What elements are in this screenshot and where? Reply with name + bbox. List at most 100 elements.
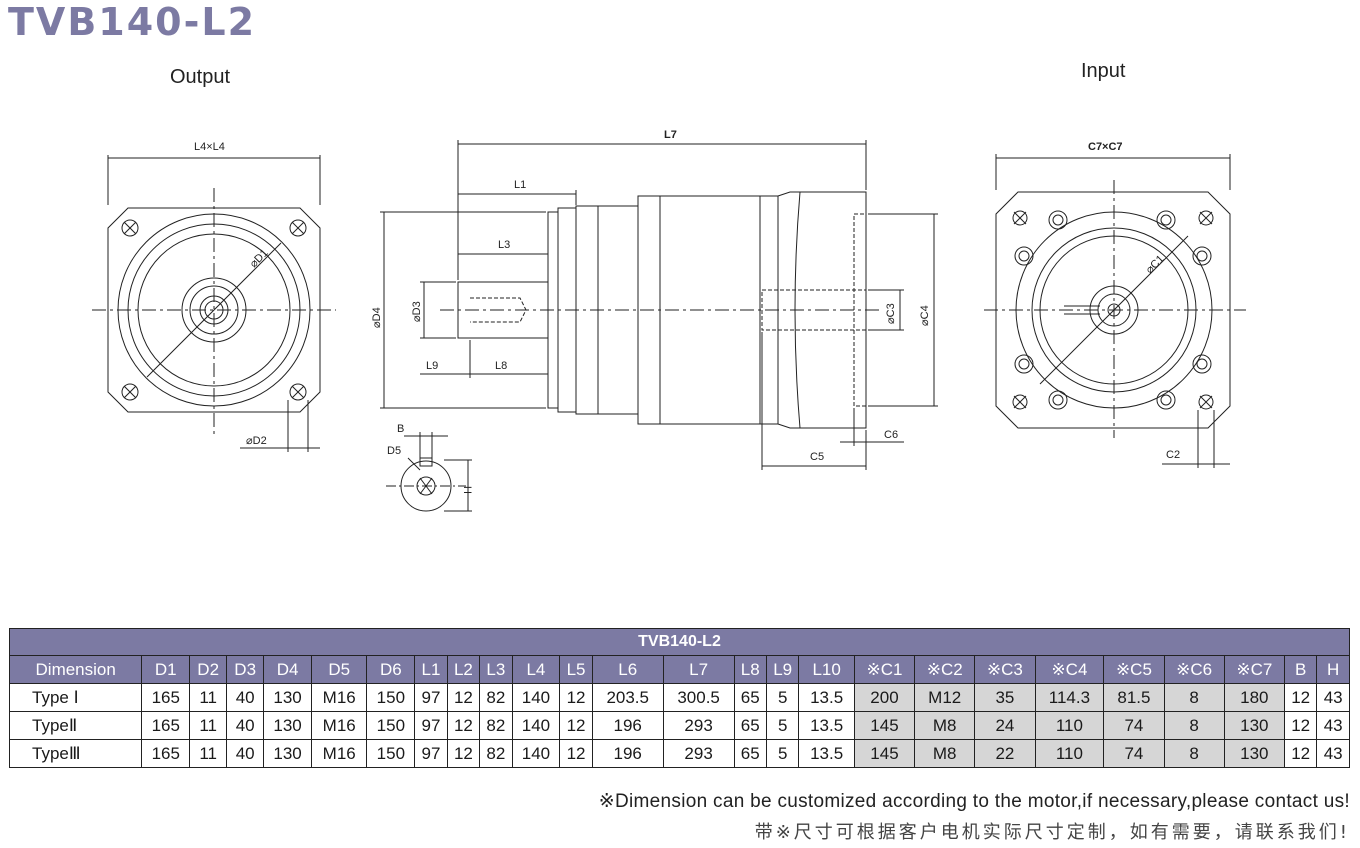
- page-title: TVB140-L2: [8, 0, 257, 44]
- table-cell: Type Ⅰ: [8, 683, 143, 712]
- dim-d2: ⌀D2: [246, 435, 267, 447]
- table-cell: 165: [141, 739, 191, 768]
- table-cell: 82: [479, 711, 513, 740]
- dim-l9: L9: [426, 360, 438, 372]
- table-cell: M8: [914, 711, 976, 740]
- table-cell: 81.5: [1103, 683, 1165, 712]
- table-cell: 150: [366, 683, 416, 712]
- dim-c5: C5: [810, 451, 824, 463]
- table-cell: 65: [733, 739, 767, 768]
- table-cell: 12: [1283, 711, 1318, 740]
- header-cell: ※C5: [1103, 655, 1165, 684]
- header-cell: ※C2: [914, 655, 976, 684]
- table-cell: 203.5: [591, 683, 664, 712]
- dim-c3: ⌀C3: [885, 303, 897, 324]
- header-cell: B: [1283, 655, 1318, 684]
- table-cell: 196: [591, 711, 664, 740]
- customization-note-cn: 带※尺寸可根据客户电机实际尺寸定制，如有需要，请联系我们!: [754, 822, 1350, 843]
- table-cell: 300.5: [662, 683, 735, 712]
- dim-d4: ⌀D4: [371, 307, 383, 328]
- header-cell: D6: [366, 655, 416, 684]
- table-cell: 165: [141, 683, 191, 712]
- header-cell: ※C3: [974, 655, 1036, 684]
- table-cell: M12: [914, 683, 976, 712]
- table-cell: 12: [1283, 739, 1318, 768]
- table-cell: 43: [1316, 711, 1350, 740]
- dim-c7c7: C7×C7: [1088, 141, 1123, 153]
- table-cell: 11: [189, 683, 228, 712]
- table-cell: 13.5: [798, 711, 855, 740]
- table-cell: 12: [559, 711, 593, 740]
- table-cell: 12: [446, 683, 481, 712]
- table-cell: 110: [1034, 739, 1105, 768]
- header-cell: L1: [414, 655, 448, 684]
- table-cell: 12: [446, 711, 481, 740]
- header-cell: L5: [559, 655, 593, 684]
- dim-c2: C2: [1166, 449, 1180, 461]
- table-cell: 110: [1034, 711, 1105, 740]
- spec-table-title: TVB140-L2: [9, 628, 1350, 656]
- header-cell: L3: [479, 655, 513, 684]
- dim-c1: ⌀C1: [1144, 253, 1167, 276]
- table-cell: 13.5: [798, 739, 855, 768]
- header-cell: ※C1: [853, 655, 916, 684]
- table-cell: 130: [1223, 739, 1285, 768]
- header-cell: L4: [511, 655, 561, 684]
- table-cell: 65: [733, 683, 767, 712]
- table-cell: 40: [226, 711, 265, 740]
- table-cell: 24: [974, 711, 1036, 740]
- table-cell: 140: [511, 711, 561, 740]
- table-cell: 12: [559, 739, 593, 768]
- header-cell: D5: [310, 655, 368, 684]
- table-cell: M16: [310, 711, 368, 740]
- dim-l4l4: L4×L4: [194, 141, 225, 153]
- table-cell: 12: [1283, 683, 1318, 712]
- input-flange-view: [984, 154, 1246, 468]
- dim-c6: C6: [884, 429, 898, 441]
- header-cell: D4: [263, 655, 312, 684]
- table-cell: TypeⅢ: [8, 739, 143, 768]
- header-cell: L2: [446, 655, 481, 684]
- table-cell: 97: [414, 711, 448, 740]
- table-cell: 11: [189, 739, 228, 768]
- table-cell: 8: [1163, 739, 1225, 768]
- table-cell: 145: [853, 739, 916, 768]
- header-cell: ※C7: [1223, 655, 1285, 684]
- dim-l7: L7: [664, 129, 677, 141]
- header-cell: L10: [798, 655, 855, 684]
- table-cell: 82: [479, 739, 513, 768]
- table-cell: 97: [414, 683, 448, 712]
- header-cell: Dimension: [8, 655, 143, 684]
- table-cell: 5: [765, 683, 800, 712]
- output-flange-view: [92, 155, 336, 452]
- table-cell: 40: [226, 683, 265, 712]
- table-cell: 293: [662, 711, 735, 740]
- table-cell: 12: [559, 683, 593, 712]
- input-view-label: Input: [1081, 60, 1126, 82]
- header-cell: L9: [765, 655, 800, 684]
- table-cell: 130: [1223, 711, 1285, 740]
- table-cell: 196: [591, 739, 664, 768]
- table-cell: 13.5: [798, 683, 855, 712]
- table-cell: 8: [1163, 683, 1225, 712]
- table-cell: 114.3: [1034, 683, 1105, 712]
- header-cell: D2: [189, 655, 228, 684]
- table-cell: 200: [853, 683, 916, 712]
- header-cell: L6: [591, 655, 664, 684]
- table-cell: 140: [511, 683, 561, 712]
- table-cell: 43: [1316, 683, 1350, 712]
- shaft-key-detail: [386, 432, 472, 512]
- table-cell: 35: [974, 683, 1036, 712]
- table-cell: 97: [414, 739, 448, 768]
- dim-d5: D5: [387, 445, 401, 457]
- table-cell: 150: [366, 711, 416, 740]
- table-cell: M8: [914, 739, 976, 768]
- table-cell: 8: [1163, 711, 1225, 740]
- table-cell: M16: [310, 739, 368, 768]
- table-cell: 74: [1103, 739, 1165, 768]
- table-cell: 65: [733, 711, 767, 740]
